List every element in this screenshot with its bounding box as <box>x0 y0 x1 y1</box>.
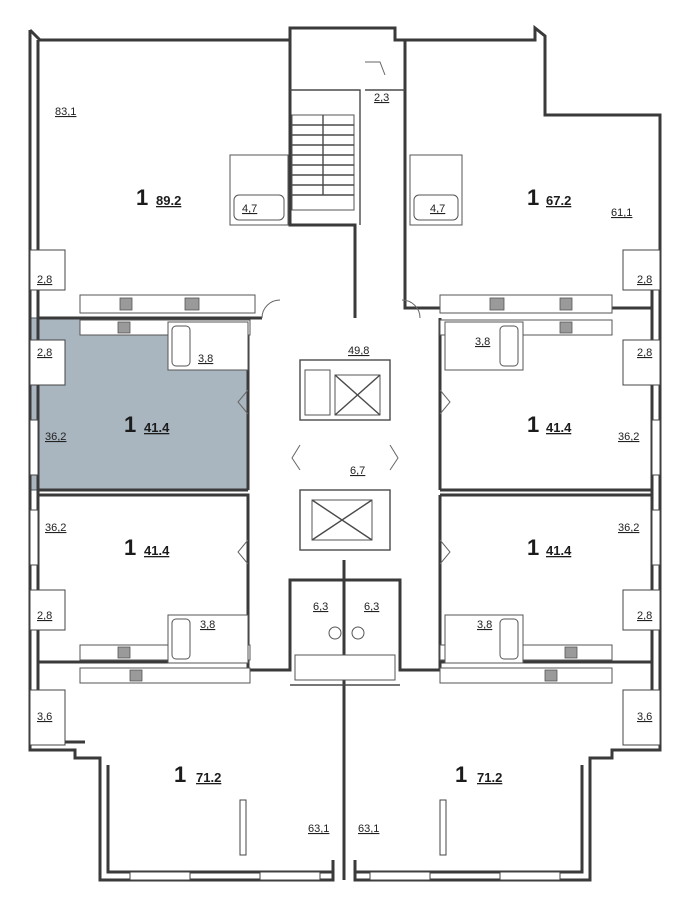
room-area: 6,7 <box>350 465 365 477</box>
room-area: 63,1 <box>308 823 329 835</box>
windows <box>29 249 661 881</box>
room-area: 61,1 <box>611 207 632 219</box>
apartment-label-a8[interactable]: 1 71.2 <box>455 762 502 787</box>
apartment-rooms: 1 <box>124 412 136 437</box>
kitchen-counters <box>79 294 613 684</box>
apartment-label-a7[interactable]: 1 71.2 <box>174 762 221 787</box>
room-area: 6,3 <box>364 601 379 613</box>
room-area: 2,3 <box>374 92 389 104</box>
bathrooms <box>167 154 524 681</box>
room-area: 2,8 <box>637 610 652 622</box>
apartment-rooms: 1 <box>455 762 467 787</box>
room-area: 3,8 <box>200 619 215 631</box>
apartment-area: 71.2 <box>477 770 502 785</box>
apartment-label-a4[interactable]: 1 41.4 <box>527 412 572 437</box>
doors <box>237 61 451 565</box>
apartment-label-a6[interactable]: 1 41.4 <box>527 535 572 560</box>
room-area-labels: 83,1 2,3 4,7 4,7 61,1 2,8 2,8 2,8 3,8 3,… <box>37 92 652 835</box>
room-area: 6,3 <box>313 601 328 613</box>
apartment-rooms: 1 <box>174 762 186 787</box>
room-area: 2,8 <box>637 347 652 359</box>
room-area: 3,6 <box>37 711 52 723</box>
room-area: 2,8 <box>37 347 52 359</box>
room-area: 3,8 <box>477 619 492 631</box>
room-area: 36,2 <box>618 522 639 534</box>
stairs <box>291 114 355 211</box>
room-area: 63,1 <box>358 823 379 835</box>
room-area: 3,8 <box>475 336 490 348</box>
apartment-rooms: 1 <box>124 535 136 560</box>
room-area: 2,8 <box>37 610 52 622</box>
room-area: 36,2 <box>45 431 66 443</box>
apartment-rooms: 1 <box>136 185 148 210</box>
apartment-rooms: 1 <box>527 185 539 210</box>
room-area: 2,8 <box>637 274 652 286</box>
apartment-rooms: 1 <box>527 535 539 560</box>
room-area: 3,8 <box>198 353 213 365</box>
apartment-label-a5[interactable]: 1 41.4 <box>124 535 170 560</box>
apartment-area: 41.4 <box>144 420 170 435</box>
room-area: 83,1 <box>55 106 76 118</box>
elevator-upper <box>304 369 381 416</box>
room-area: 4,7 <box>242 203 257 215</box>
apartment-area: 71.2 <box>196 770 221 785</box>
apartment-label-a3[interactable]: 1 41.4 <box>124 412 170 437</box>
apartment-area: 89.2 <box>156 193 181 208</box>
room-area: 3,6 <box>637 711 652 723</box>
interior-walls <box>38 40 652 880</box>
room-area: 36,2 <box>45 522 66 534</box>
elevator-lower <box>311 499 373 541</box>
room-area: 2,8 <box>37 274 52 286</box>
apartment-label-a1[interactable]: 1 89.2 <box>136 185 181 210</box>
apartment-area: 41.4 <box>144 543 170 558</box>
apartment-rooms: 1 <box>527 412 539 437</box>
room-area: 49,8 <box>348 345 369 357</box>
apartment-area: 67.2 <box>546 193 571 208</box>
apartment-area: 41.4 <box>546 543 572 558</box>
room-area: 36,2 <box>618 431 639 443</box>
apartment-area: 41.4 <box>546 420 572 435</box>
room-area: 4,7 <box>430 203 445 215</box>
apartment-label-a2[interactable]: 1 67.2 <box>527 185 571 210</box>
